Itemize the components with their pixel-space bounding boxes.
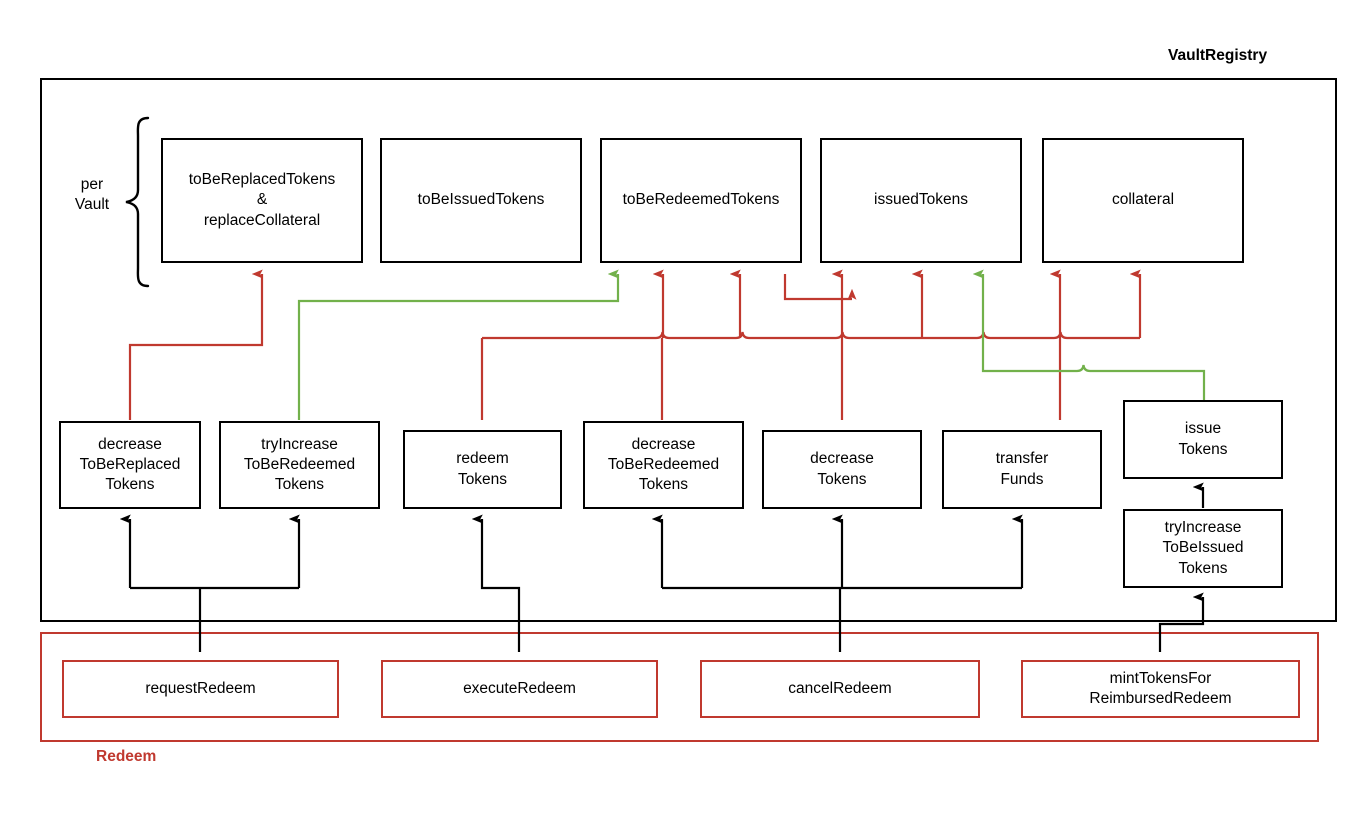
state-box-issuedtokens[interactable]: issuedTokens — [820, 138, 1022, 263]
function-box-transferfunds[interactable]: transfer Funds — [942, 430, 1102, 509]
function-box-tryincreasetobeissuedtokens[interactable]: tryIncrease ToBeIssued Tokens — [1123, 509, 1283, 588]
function-box-label: decrease ToBeRedeemed Tokens — [607, 435, 720, 494]
function-box-label: tryIncrease ToBeRedeemed Tokens — [243, 435, 356, 494]
redeem-box-label: mintTokensFor ReimbursedRedeem — [1089, 669, 1232, 707]
state-box-tobereplacedtokens[interactable]: toBeReplacedTokens & replaceCollateral — [161, 138, 363, 263]
per-vault-line1: per — [80, 176, 104, 193]
function-box-tryincreasetoberedeemedtokens[interactable]: tryIncrease ToBeRedeemed Tokens — [219, 421, 380, 509]
function-box-decreasetokens[interactable]: decrease Tokens — [762, 430, 922, 509]
function-box-label: redeem Tokens — [456, 450, 509, 488]
redeem-box-label: requestRedeem — [145, 679, 256, 697]
function-box-label: tryIncrease ToBeIssued Tokens — [1162, 519, 1244, 577]
state-box-label: issuedTokens — [874, 191, 968, 209]
vault-registry-container — [40, 78, 1337, 622]
redeem-group-label: Redeem — [96, 748, 157, 765]
per-vault-label: per Vault — [64, 175, 120, 215]
function-box-decreasetoberedeemedtokens[interactable]: decrease ToBeRedeemed Tokens — [583, 421, 744, 509]
function-box-issuetokens[interactable]: issue Tokens — [1123, 400, 1283, 479]
state-box-collateral[interactable]: collateral — [1042, 138, 1244, 263]
redeem-box-cancelredeem[interactable]: cancelRedeem — [700, 660, 980, 718]
redeem-box-label: executeRedeem — [463, 679, 576, 697]
state-box-label: collateral — [1111, 191, 1175, 209]
function-box-label: decrease ToBeReplaced Tokens — [79, 435, 181, 494]
function-box-label: issue Tokens — [1178, 420, 1228, 458]
function-box-label: decrease Tokens — [810, 450, 874, 488]
function-box-decreasetobereplacedtokens[interactable]: decrease ToBeReplaced Tokens — [59, 421, 201, 509]
function-box-redeemtokens[interactable]: redeem Tokens — [403, 430, 562, 509]
redeem-box-label: cancelRedeem — [788, 679, 892, 697]
per-vault-line2: Vault — [74, 196, 110, 214]
state-box-label: toBeRedeemedTokens — [622, 191, 780, 209]
function-box-label: transfer Funds — [995, 450, 1049, 488]
state-box-label: toBeIssuedTokens — [417, 191, 545, 209]
state-box-toberedeemedtokens[interactable]: toBeRedeemedTokens — [600, 138, 802, 263]
redeem-box-minttokensforreimbursedredeem[interactable]: mintTokensFor ReimbursedRedeem — [1021, 660, 1300, 718]
state-box-label: toBeReplacedTokens & replaceCollateral — [188, 171, 336, 229]
state-box-tobeissuedtokens[interactable]: toBeIssuedTokens — [380, 138, 582, 263]
redeem-box-executeredeem[interactable]: executeRedeem — [381, 660, 658, 718]
redeem-container — [40, 632, 1319, 742]
page-title: VaultRegistry — [1168, 47, 1268, 64]
redeem-box-requestredeem[interactable]: requestRedeem — [62, 660, 339, 718]
